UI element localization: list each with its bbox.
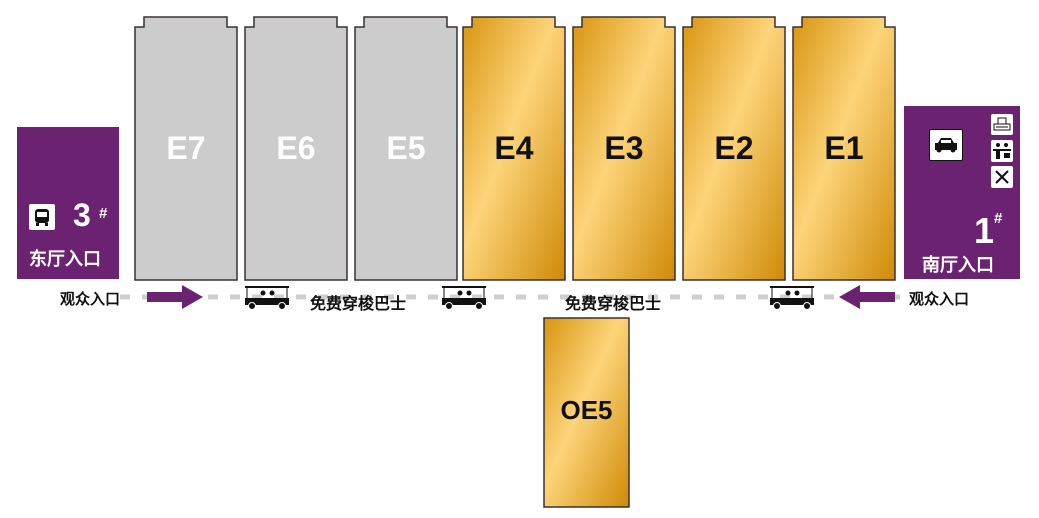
hall-e6[interactable] bbox=[244, 16, 348, 281]
entrance-number: 1 bbox=[974, 210, 995, 251]
shuttle-label: 免费穿梭巴士 bbox=[310, 296, 407, 313]
hall-label: E1 bbox=[824, 130, 864, 166]
arrow-right-icon bbox=[147, 285, 203, 309]
south-entrance[interactable]: 1 # 南厅入口 bbox=[904, 106, 1020, 279]
entrance-label: 东厅入口 bbox=[29, 249, 101, 269]
shuttle-cart-icon bbox=[442, 286, 486, 310]
hall-label: OE5 bbox=[560, 395, 613, 425]
hall-label: E2 bbox=[714, 130, 754, 166]
hall-e3[interactable] bbox=[572, 16, 676, 281]
shuttle-cart-icon bbox=[245, 286, 289, 310]
shuttle-label: 免费穿梭巴士 bbox=[565, 296, 662, 313]
hall-e5[interactable] bbox=[354, 16, 458, 281]
hall-e4[interactable] bbox=[462, 16, 566, 281]
hall-e2[interactable] bbox=[682, 16, 786, 281]
east-entrance[interactable]: 3 # 东厅入口 bbox=[17, 127, 119, 279]
hall-label: E7 bbox=[166, 130, 206, 166]
visitor-entrance-left: 观众入口 bbox=[60, 291, 121, 308]
entrance-suffix: # bbox=[99, 205, 108, 222]
service-desk-icon bbox=[991, 140, 1013, 162]
entrance-label: 南厅入口 bbox=[922, 255, 994, 275]
bus-icon bbox=[29, 204, 55, 230]
car-icon bbox=[929, 129, 963, 161]
hall-label: E3 bbox=[604, 130, 644, 166]
hall-label: E4 bbox=[494, 130, 534, 166]
entrance-suffix: # bbox=[994, 210, 1003, 227]
entrance-number: 3 bbox=[73, 197, 91, 233]
shuttle-cart-icon bbox=[770, 286, 814, 310]
restaurant-icon bbox=[991, 166, 1013, 188]
hall-label: E6 bbox=[276, 130, 316, 166]
hall-oe5[interactable] bbox=[543, 317, 630, 508]
printer-icon bbox=[991, 114, 1013, 135]
hall-e7[interactable] bbox=[134, 16, 238, 281]
hall-label: E5 bbox=[386, 130, 426, 166]
visitor-entrance-right: 观众入口 bbox=[909, 291, 970, 308]
arrow-left-icon bbox=[839, 285, 895, 309]
hall-e1[interactable] bbox=[792, 16, 896, 281]
